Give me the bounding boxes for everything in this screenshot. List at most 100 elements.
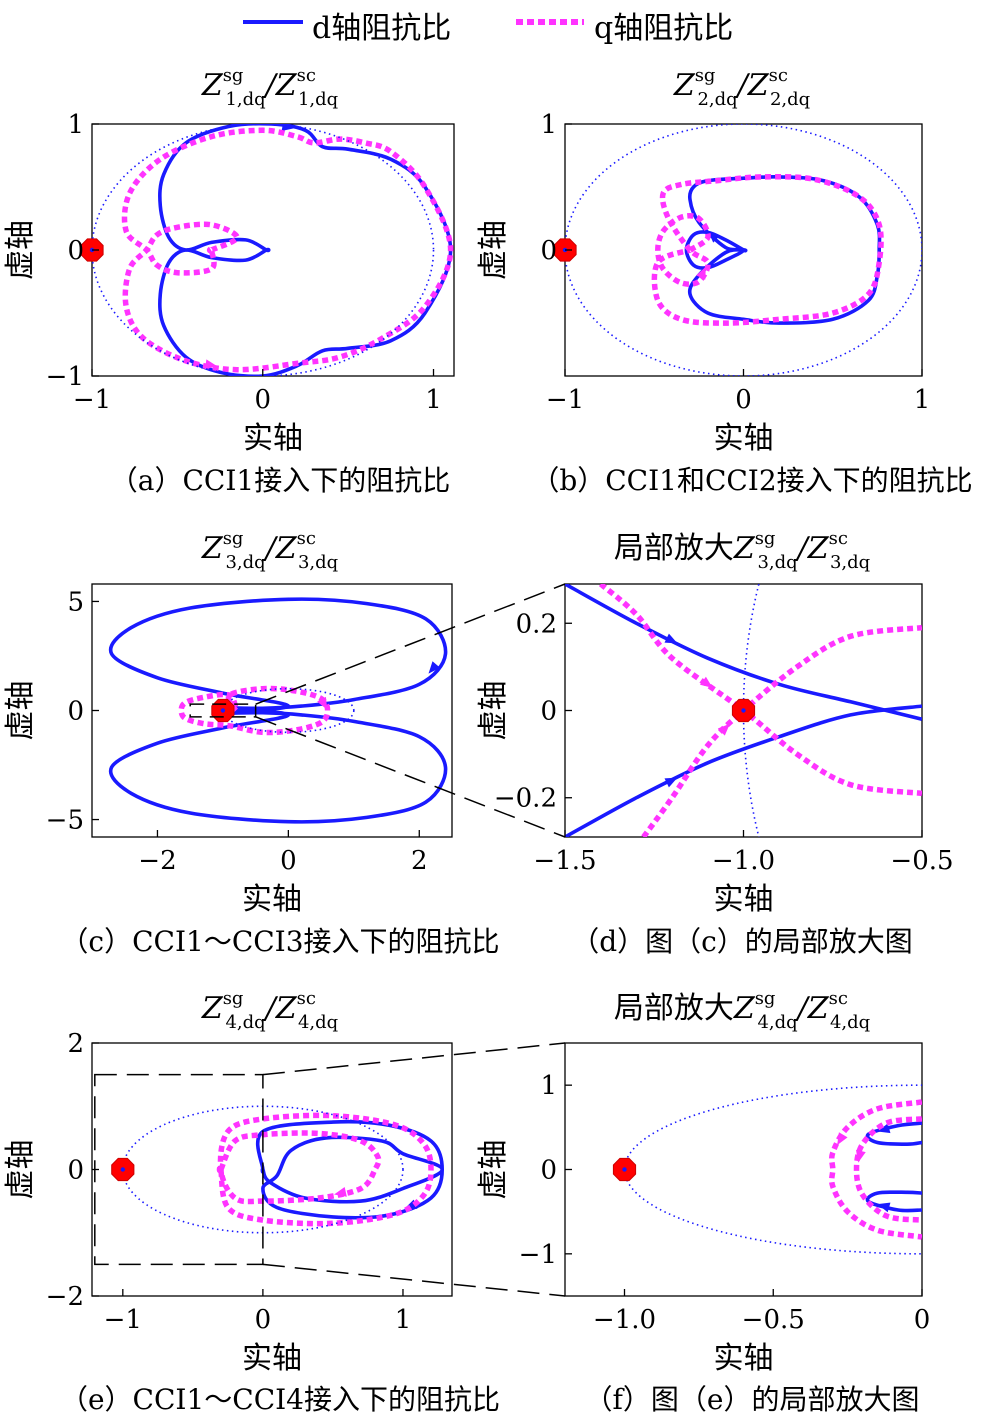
zoom-connector-e-bottom [262, 1263, 566, 1297]
x-tick-label-e-1: 0 [255, 1305, 272, 1335]
y-tick-label-c-0: 5 [67, 587, 84, 617]
zoom-box-e [94, 1073, 264, 1266]
x-tick-label-b-1: 0 [735, 385, 752, 415]
x-tick-label-e-2: 1 [395, 1305, 412, 1335]
legend-q-label: q轴阻抗比 [594, 11, 734, 46]
critical-point-center-f [622, 1167, 627, 1172]
caption-b: （b）CCI1和CCI2接入下的阻抗比 [531, 464, 972, 497]
zoom-connector-c-bottom [255, 716, 566, 838]
y-axis-label-f: 虚轴 [476, 1140, 511, 1200]
caption-e: （e）CCI1～CCI4接入下的阻抗比 [60, 1383, 500, 1416]
y-tick-label-f-0: 1 [540, 1071, 557, 1101]
direction-arrow-e-1 [334, 1187, 347, 1197]
x-tick-label-d-2: −0.5 [890, 846, 953, 876]
direction-arrow-f-3 [856, 1149, 866, 1163]
x-tick-label-f-2: 0 [914, 1305, 931, 1335]
caption-a: （a）CCI1接入下的阻抗比 [110, 464, 450, 497]
d-axis-curve-d-0 [565, 584, 922, 721]
direction-arrow-b-0 [707, 230, 721, 243]
x-tick-label-b-2: 1 [914, 385, 931, 415]
unit-circle-f [623, 1084, 922, 1255]
y-tick-label-c-2: −5 [46, 806, 84, 836]
y-tick-label-c-1: 0 [67, 697, 84, 727]
x-axis-label-a: 实轴 [243, 421, 303, 456]
caption-d: （d）图（c）的局部放大图 [571, 925, 913, 958]
d-axis-curve-d-1 [565, 704, 922, 837]
d-axis-curve-b-0 [684, 175, 882, 325]
q-axis-curve-f-3 [853, 1116, 922, 1223]
d-axis-curve-f-0 [865, 1121, 922, 1147]
x-tick-label-a-1: 0 [254, 385, 271, 415]
y-tick-label-f-2: −1 [519, 1240, 557, 1270]
x-axis-label-c: 实轴 [242, 882, 302, 917]
y-tick-label-d-0: 0.2 [516, 609, 557, 639]
y-tick-label-e-2: −2 [46, 1282, 84, 1312]
plot-area-a [92, 124, 454, 376]
x-tick-label-c-1: 0 [280, 846, 297, 876]
d-axis-curve-c-0 [108, 597, 448, 824]
plot-area-f [623, 1084, 922, 1255]
caption-c: （c）CCI1～CCI3接入下的阻抗比 [60, 925, 499, 958]
critical-point-center-c [220, 708, 226, 713]
zoom-box-c [189, 703, 257, 718]
q-axis-curve-d-2 [598, 584, 922, 797]
x-tick-label-a-0: −1 [73, 385, 111, 415]
direction-arrow-c-0 [428, 661, 441, 674]
q-axis-curve-a-1 [121, 127, 454, 373]
y-tick-label-a-2: −1 [46, 362, 84, 392]
direction-arrow-f-2 [837, 1132, 848, 1146]
unit-circle-a [92, 124, 435, 376]
legend-d-label: d轴阻抗比 [312, 11, 452, 46]
x-tick-label-c-0: −2 [138, 846, 176, 876]
y-axis-label-d: 虚轴 [476, 681, 511, 741]
plot-area-c [108, 597, 448, 824]
d-axis-curve-f-1 [865, 1190, 922, 1213]
direction-arrow-b-1 [696, 266, 706, 280]
direction-arrow-d-1 [664, 777, 678, 788]
y-tick-label-d-1: 0 [540, 697, 557, 727]
q-axis-curve-e-1 [216, 1112, 434, 1227]
critical-point-center-d [741, 708, 746, 713]
zoom-connector-c-top [255, 583, 566, 705]
x-tick-label-d-1: −1.0 [712, 846, 775, 876]
x-axis-label-f: 实轴 [714, 1341, 774, 1376]
x-tick-label-f-1: −0.5 [742, 1305, 805, 1335]
plot-area-e [122, 1105, 445, 1234]
direction-arrow-c-1 [317, 696, 328, 710]
y-tick-label-d-2: −0.2 [494, 784, 557, 814]
x-tick-label-d-0: −1.5 [533, 846, 596, 876]
x-tick-label-b-0: −1 [546, 385, 584, 415]
y-axis-label-e: 虚轴 [3, 1140, 38, 1200]
x-tick-label-e-0: −1 [104, 1305, 142, 1335]
q-axis-curve-c-1 [178, 685, 331, 736]
y-tick-label-a-1: 0 [67, 236, 84, 266]
critical-point-center-e [120, 1167, 126, 1172]
q-axis-curve-d-3 [641, 624, 922, 837]
y-axis-label-a: 虚轴 [3, 220, 38, 280]
y-tick-label-e-1: 0 [67, 1156, 84, 1186]
direction-arrow-d-2 [700, 676, 713, 688]
direction-arrow-d-0 [664, 633, 678, 644]
axes-frame-e [91, 1042, 453, 1297]
caption-f: （f）图（e）的局部放大图 [585, 1383, 920, 1416]
direction-arrow-f-1 [877, 1202, 891, 1213]
legend: d轴阻抗比 q轴阻抗比 [0, 0, 1000, 46]
direction-arrow-a-1 [204, 359, 218, 370]
direction-arrow-a-0 [281, 124, 295, 132]
zoom-connector-e-top [262, 1042, 566, 1076]
x-axis-label-e: 实轴 [242, 1341, 302, 1376]
y-tick-label-b-0: 1 [540, 110, 557, 140]
y-tick-label-a-0: 1 [67, 110, 84, 140]
